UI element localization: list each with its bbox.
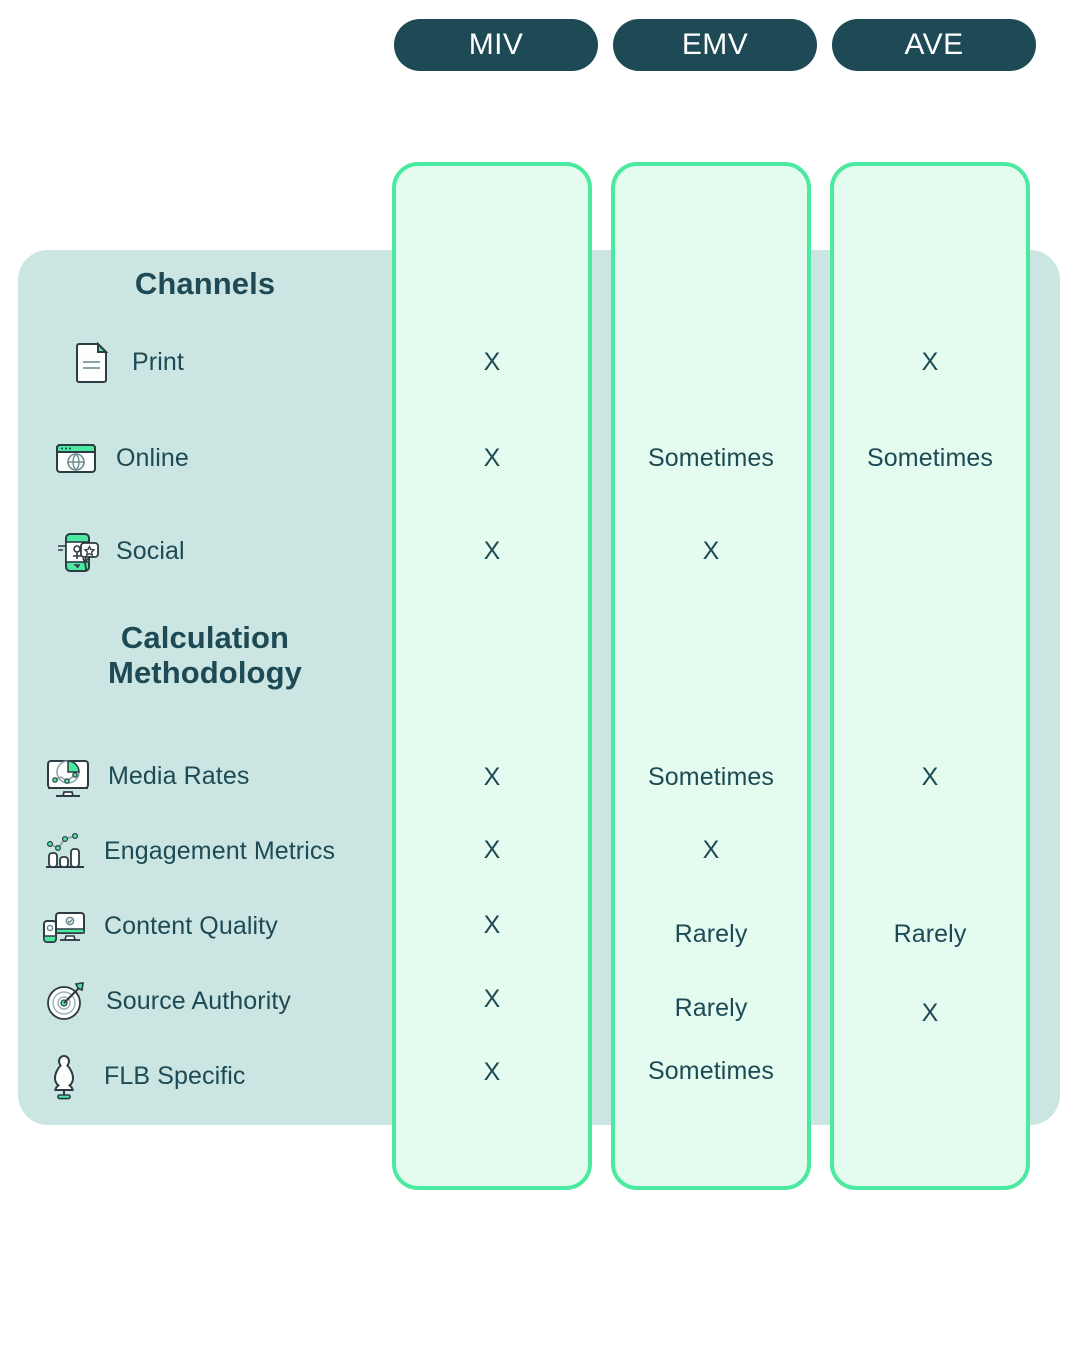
devices-icon	[38, 900, 90, 952]
cell-online-ave: Sometimes	[867, 444, 993, 472]
row-label-media-rates: Media Rates	[42, 748, 249, 804]
row-label-text: Source Authority	[106, 986, 292, 1015]
cell-online-miv: X	[483, 444, 501, 472]
column-header-miv[interactable]: MIV	[394, 19, 598, 71]
cell-online-emv: Sometimes	[648, 444, 774, 472]
cell-source-authority-ave: X	[921, 999, 939, 1027]
cell-source-authority-miv: X	[483, 985, 501, 1013]
row-label-social: Social	[50, 523, 185, 579]
row-label-text: Print	[132, 347, 184, 376]
section-heading-channels: Channels	[134, 266, 276, 301]
column-card-emv[interactable]	[611, 162, 811, 1190]
row-label-source-authority: Source Authority	[40, 973, 291, 1029]
cell-source-authority-emv: Rarely	[674, 994, 748, 1022]
document-icon	[66, 336, 118, 388]
cell-media-rates-emv: Sometimes	[648, 763, 774, 791]
cell-media-rates-ave: X	[921, 763, 939, 791]
cell-flb-specific-miv: X	[483, 1058, 501, 1086]
row-label-text: FLB Specific	[104, 1061, 246, 1090]
row-label-text: Social	[116, 536, 185, 565]
row-label-content-quality: Content Quality	[38, 898, 278, 954]
row-label-text: Online	[116, 443, 189, 472]
row-label-text: Engagement Metrics	[104, 836, 336, 865]
cell-print-miv: X	[483, 348, 501, 376]
column-card-ave[interactable]	[830, 162, 1030, 1190]
cell-print-ave: X	[921, 348, 939, 376]
section-heading-methodology: Calculation Methodology	[108, 620, 302, 691]
cell-content-quality-miv: X	[483, 911, 501, 939]
cell-social-miv: X	[483, 537, 501, 565]
cell-engagement-metrics-miv: X	[483, 836, 501, 864]
cell-engagement-metrics-emv: X	[702, 836, 720, 864]
row-label-print: Print	[66, 334, 184, 390]
column-header-emv[interactable]: EMV	[613, 19, 817, 71]
row-label-text: Media Rates	[108, 761, 250, 790]
target-dart-icon	[40, 975, 92, 1027]
column-card-miv[interactable]	[392, 162, 592, 1190]
mannequin-icon	[38, 1050, 90, 1102]
row-label-text: Content Quality	[104, 911, 278, 940]
criteria-list: Channels Print	[18, 250, 408, 1125]
phone-star-icon	[50, 525, 102, 577]
cell-media-rates-miv: X	[483, 763, 501, 791]
browser-globe-icon	[50, 432, 102, 484]
cell-content-quality-ave: Rarely	[893, 920, 967, 948]
cell-content-quality-emv: Rarely	[674, 920, 748, 948]
row-label-online: Online	[50, 430, 189, 486]
monitor-chart-icon	[42, 750, 94, 802]
cell-flb-specific-emv: Sometimes	[648, 1057, 774, 1085]
bar-line-chart-icon	[38, 825, 90, 877]
row-label-engagement-metrics: Engagement Metrics	[38, 823, 335, 879]
column-header-ave[interactable]: AVE	[832, 19, 1036, 71]
cell-social-emv: X	[702, 537, 720, 565]
row-label-flb-specific: FLB Specific	[38, 1048, 246, 1104]
